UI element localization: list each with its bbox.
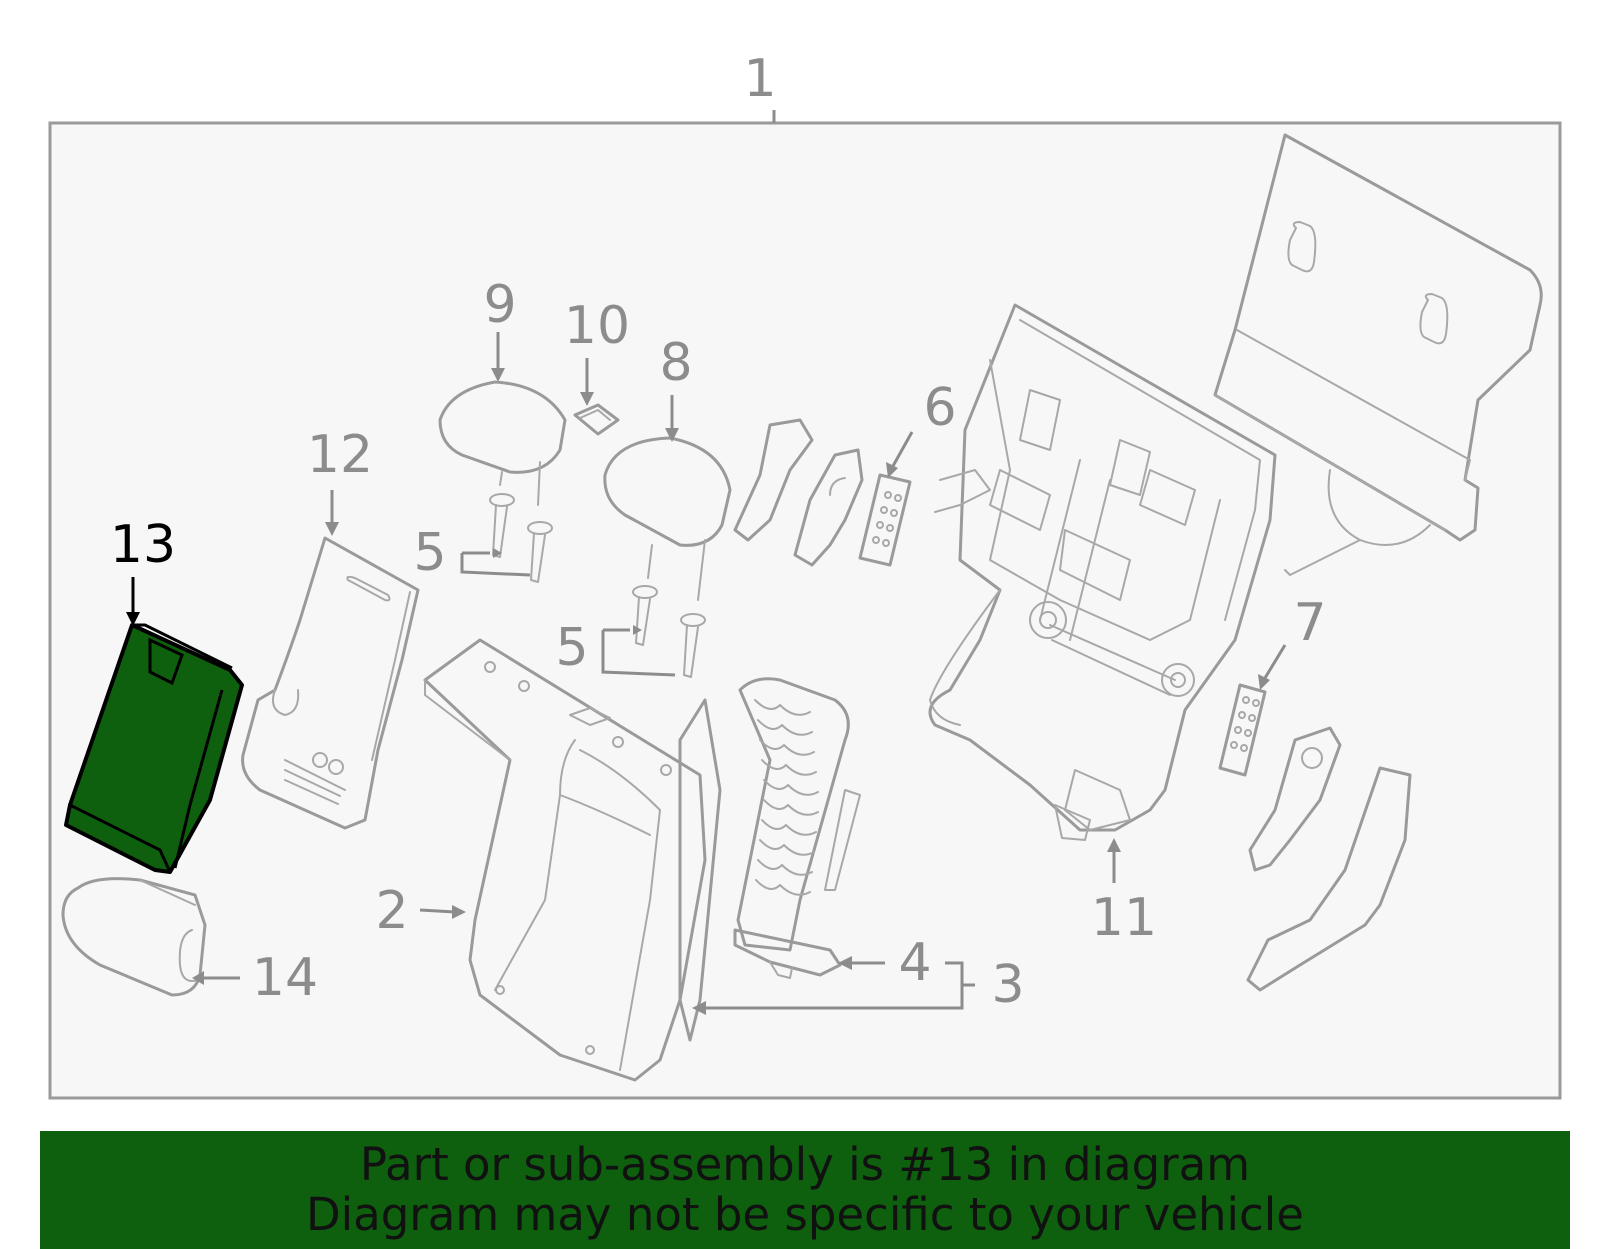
callout-10[interactable]: 10 [564, 296, 630, 356]
callout-14[interactable]: 14 [252, 948, 318, 1008]
callout-12[interactable]: 12 [307, 425, 373, 485]
part-9[interactable] [438, 380, 567, 506]
part-4[interactable] [733, 928, 842, 979]
callout-3[interactable]: 3 [991, 955, 1024, 1015]
leader-6 [891, 431, 914, 467]
arrow-4 [838, 956, 852, 970]
arrow-8 [665, 428, 679, 442]
banner-line-2: Diagram may not be specific to your vehi… [306, 1188, 1304, 1241]
arrow-14 [192, 971, 204, 985]
callout-1[interactable]: 1 [743, 49, 776, 109]
arrow-10 [580, 392, 594, 406]
callout-6[interactable]: 6 [923, 378, 956, 438]
info-banner: Part or sub-assembly is #13 in diagram D… [40, 1131, 1570, 1249]
part-5-lower[interactable] [632, 585, 706, 678]
callout-2[interactable]: 2 [375, 881, 408, 941]
bracket-3 [700, 961, 975, 1010]
callout-11[interactable]: 11 [1091, 888, 1157, 948]
hinge-cover-left[interactable] [733, 418, 864, 567]
callout-5-lower[interactable]: 5 [555, 618, 588, 678]
callout-13[interactable]: 13 [110, 515, 176, 575]
arrow-7 [1258, 674, 1270, 690]
rear-panel[interactable] [1213, 133, 1543, 576]
callout-4[interactable]: 4 [898, 933, 931, 993]
callout-9[interactable]: 9 [483, 275, 516, 335]
wire-11 [929, 469, 1001, 726]
arrow-2 [452, 905, 466, 919]
part-7[interactable] [1218, 683, 1267, 777]
part-6[interactable] [858, 473, 912, 567]
bracket-5-lower [601, 628, 676, 677]
arrow-9 [491, 368, 505, 382]
leader-7 [1263, 644, 1287, 679]
part-3[interactable] [678, 677, 861, 1042]
banner-line-1: Part or sub-assembly is #13 in diagram [359, 1138, 1251, 1191]
arrow-3 [692, 1001, 706, 1015]
part-14[interactable] [61, 877, 207, 997]
bracket-5-upper [460, 551, 531, 577]
callout-5-upper[interactable]: 5 [413, 523, 446, 583]
arrow-12 [325, 522, 339, 536]
part-13[interactable] [64, 623, 244, 874]
part-10[interactable] [573, 403, 620, 436]
arrow-6 [886, 462, 898, 478]
callout-7[interactable]: 7 [1293, 593, 1326, 653]
arrow-11 [1107, 838, 1121, 852]
leader-2 [419, 908, 456, 914]
part-11[interactable] [928, 303, 1277, 841]
callout-8[interactable]: 8 [659, 333, 692, 393]
part-8[interactable] [603, 436, 732, 601]
arrow-5b [633, 625, 642, 635]
hinge-cover-right[interactable] [1246, 726, 1412, 992]
part-2[interactable] [423, 638, 707, 1082]
part-12[interactable] [241, 536, 420, 830]
arrow-5a [493, 548, 502, 558]
arrow-13 [126, 612, 140, 626]
